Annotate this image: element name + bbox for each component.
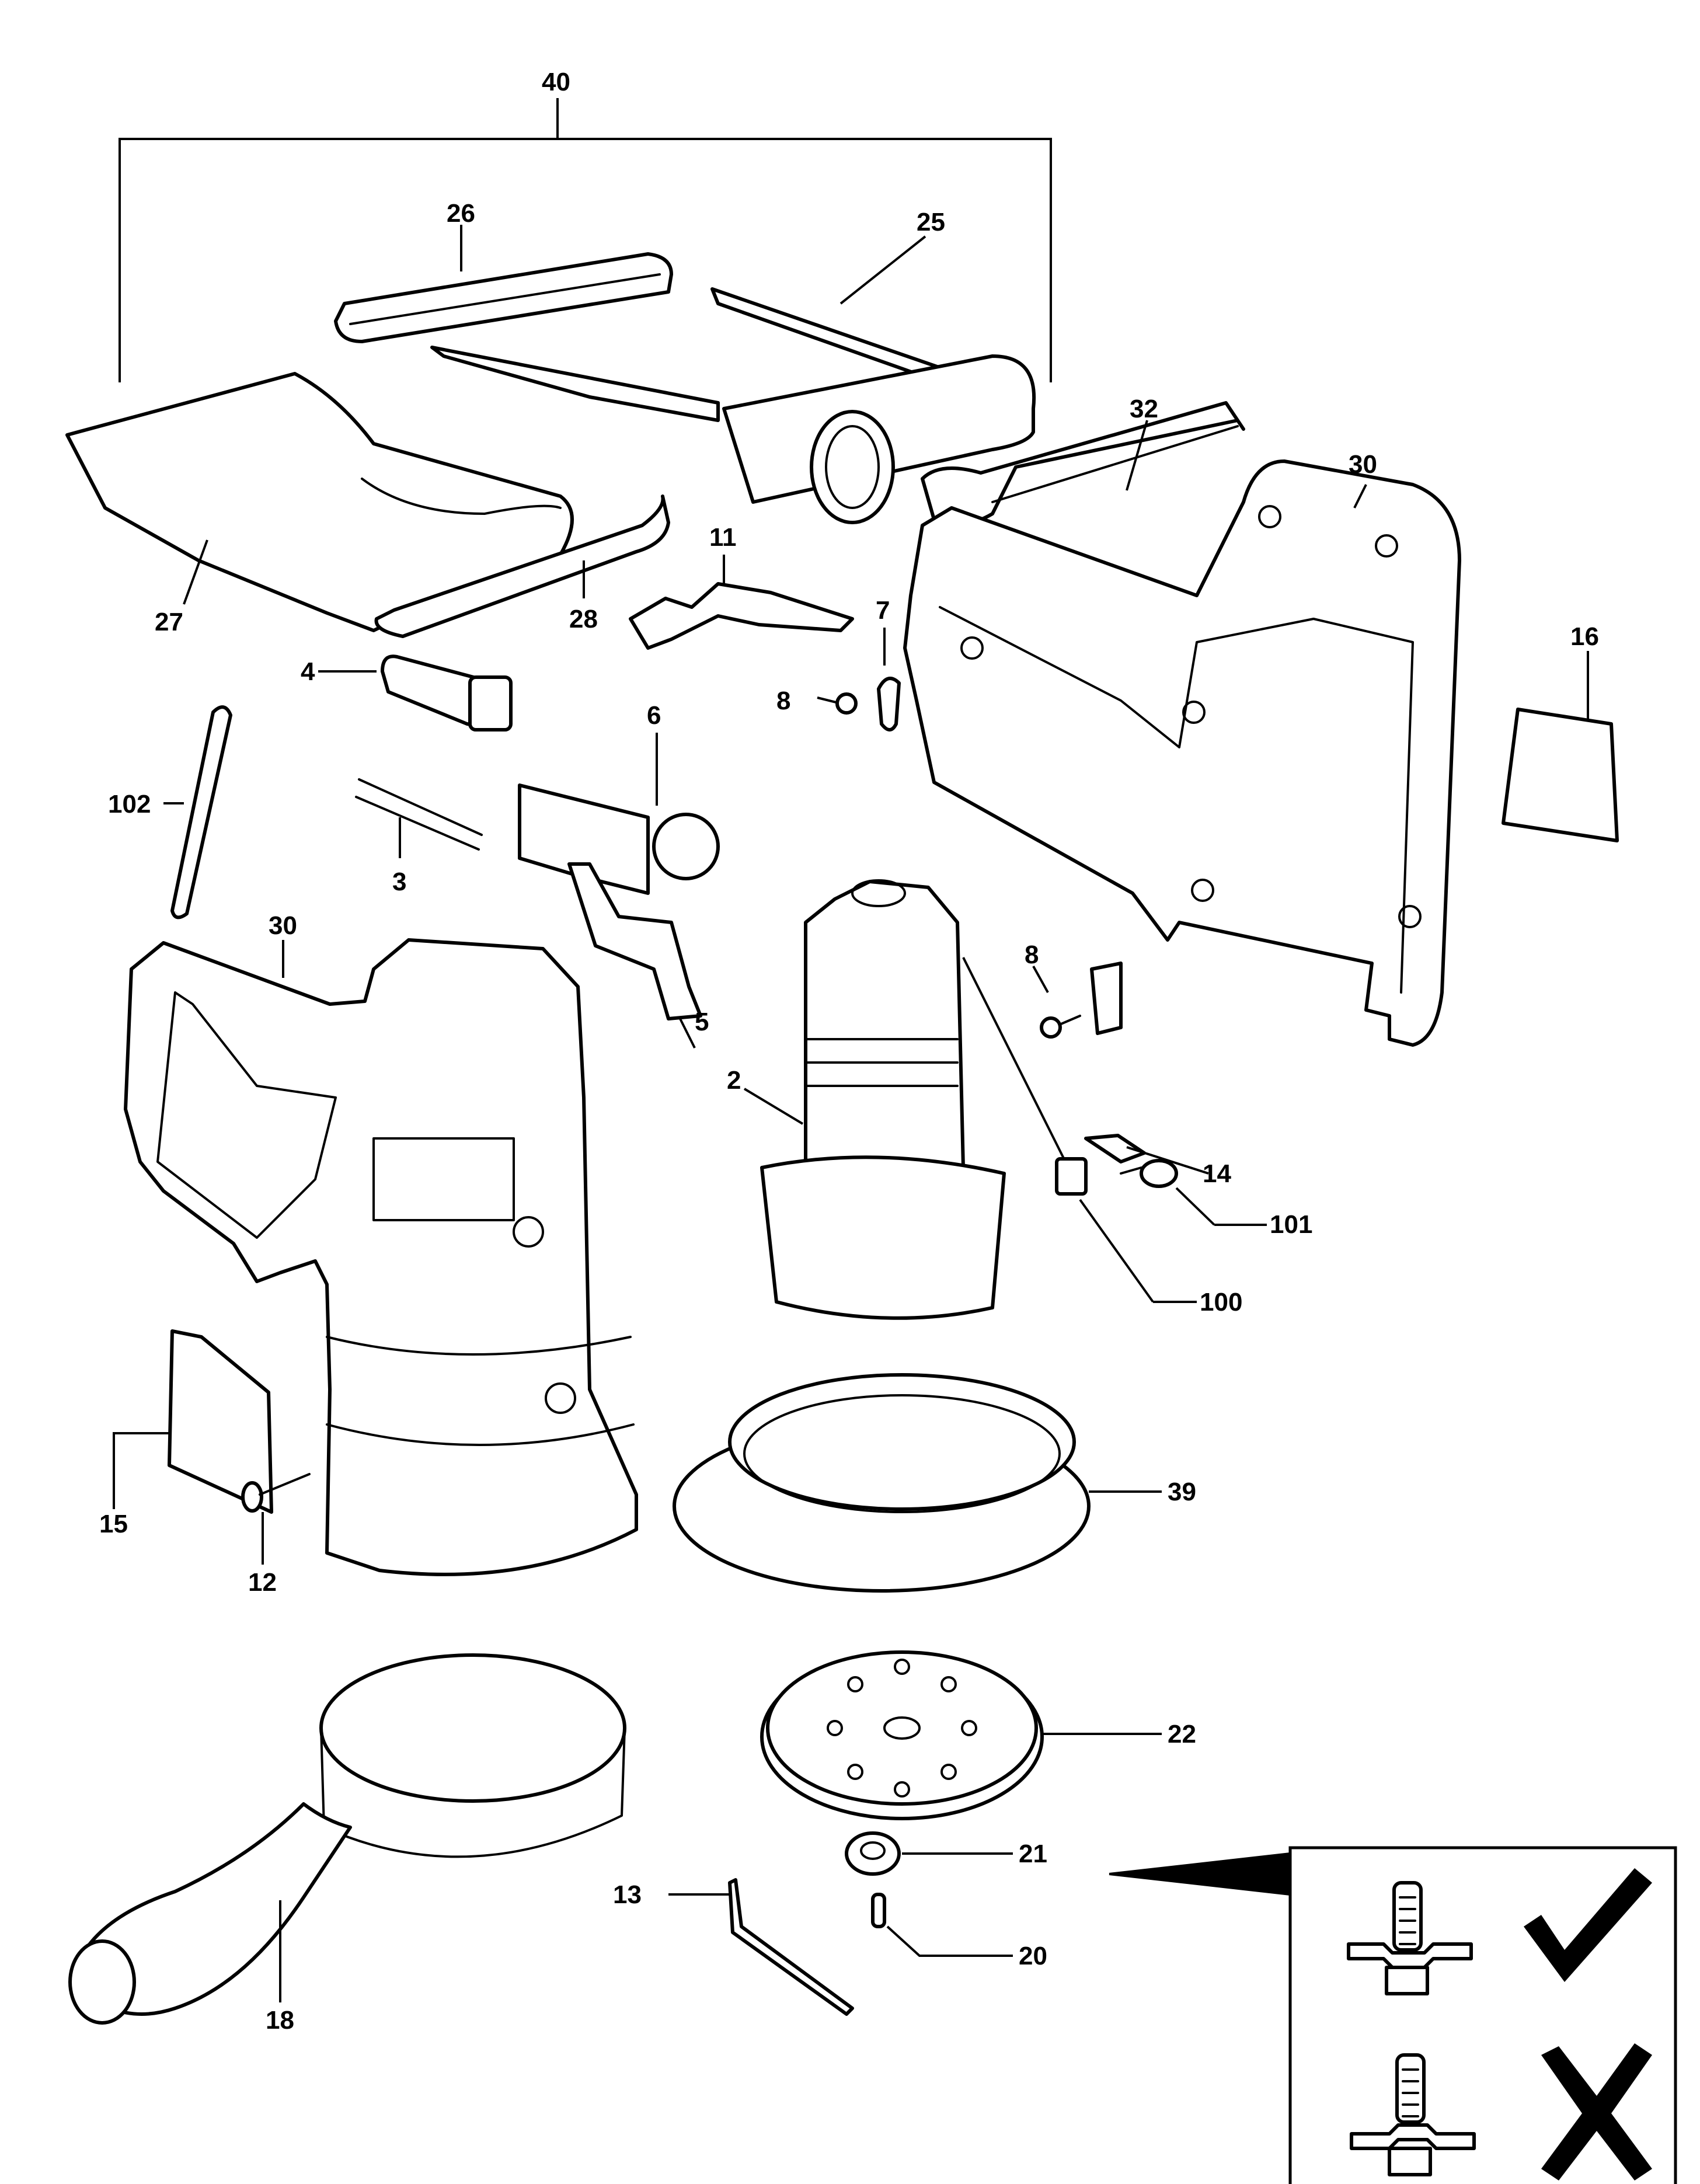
callout-labels: 40 26 25 32 30 27 28 11 7 8 16 4 102 6 3… <box>99 68 1599 2035</box>
callout-20: 20 <box>1019 1942 1047 1970</box>
part-6-switch <box>518 733 720 895</box>
callout-16: 16 <box>1570 622 1599 651</box>
screw-washer-correct-icon <box>1347 1881 1473 1995</box>
callout-14: 14 <box>1203 1159 1231 1188</box>
part-100-carbon-brush <box>1055 1157 1197 1303</box>
part-21-washer <box>845 1831 1013 1876</box>
part-16-label <box>1502 651 1619 842</box>
callout-7: 7 <box>876 596 890 625</box>
part-102-cable-tie <box>163 705 232 919</box>
callout-22: 22 <box>1168 1720 1196 1748</box>
callout-39: 39 <box>1168 1478 1196 1506</box>
part-12-screw <box>241 1473 311 1565</box>
callout-102: 102 <box>108 790 151 818</box>
part-11-switch-lever <box>629 555 854 650</box>
part-28-bag-clip <box>374 494 670 638</box>
part-7-cord-clamp <box>877 628 901 732</box>
callout-28: 28 <box>569 605 598 633</box>
callout-pointer <box>1109 1854 1290 1894</box>
part-15-nameplate <box>113 1329 273 1514</box>
check-mark-icon <box>1524 1868 1652 1982</box>
callout-5: 5 <box>695 1008 709 1036</box>
callout-12: 12 <box>248 1568 277 1597</box>
part-5-trigger <box>567 862 702 1049</box>
callout-30-left: 30 <box>269 911 297 940</box>
part-2-motor <box>743 879 1070 1320</box>
callout-21: 21 <box>1019 1840 1047 1868</box>
callout-13: 13 <box>613 1880 642 1909</box>
part-20-pad-screw <box>871 1893 1013 1957</box>
part-30-housing-left <box>124 938 638 1576</box>
callout-11: 11 <box>709 523 737 552</box>
kit-bracket-40 <box>119 98 1052 382</box>
callout-101: 101 <box>1270 1210 1312 1239</box>
callout-40: 40 <box>542 68 570 96</box>
callout-32: 32 <box>1130 395 1158 423</box>
callout-26: 26 <box>447 199 475 228</box>
part-4-cord-protector <box>318 654 513 732</box>
part-25-canister-frame <box>430 235 1036 524</box>
callout-18: 18 <box>266 2006 294 2035</box>
callout-27: 27 <box>155 608 183 636</box>
callout-3: 3 <box>392 868 406 896</box>
part-101-brush-spring <box>1120 1159 1267 1226</box>
part-13-hex-key <box>668 1878 854 2016</box>
part-18-side-handle <box>68 1653 626 2025</box>
callout-6: 6 <box>647 701 661 730</box>
callout-4: 4 <box>301 657 315 686</box>
part-26-adapter-tube <box>334 225 673 343</box>
part-8-screw-a <box>817 692 858 715</box>
callout-2: 2 <box>727 1066 741 1095</box>
part-3-cord <box>355 778 483 858</box>
washer-orientation-inset <box>1109 1846 1677 2184</box>
cross-mark-icon <box>1541 2043 1652 2180</box>
callout-8-b: 8 <box>1025 941 1039 969</box>
callout-100: 100 <box>1200 1288 1242 1316</box>
callout-15: 15 <box>99 1510 128 1538</box>
screw-washer-incorrect-icon <box>1350 2053 1476 2176</box>
callout-8-a: 8 <box>776 687 790 715</box>
part-30-housing-right <box>903 459 1461 1047</box>
callout-25: 25 <box>917 208 945 236</box>
part-14-brush-holder <box>1084 962 1209 1175</box>
part-22-sanding-pad <box>760 1650 1162 1820</box>
callout-30-right: 30 <box>1349 450 1377 479</box>
part-8-screw-b <box>1032 966 1081 1039</box>
part-39-shroud-ring <box>673 1373 1162 1593</box>
